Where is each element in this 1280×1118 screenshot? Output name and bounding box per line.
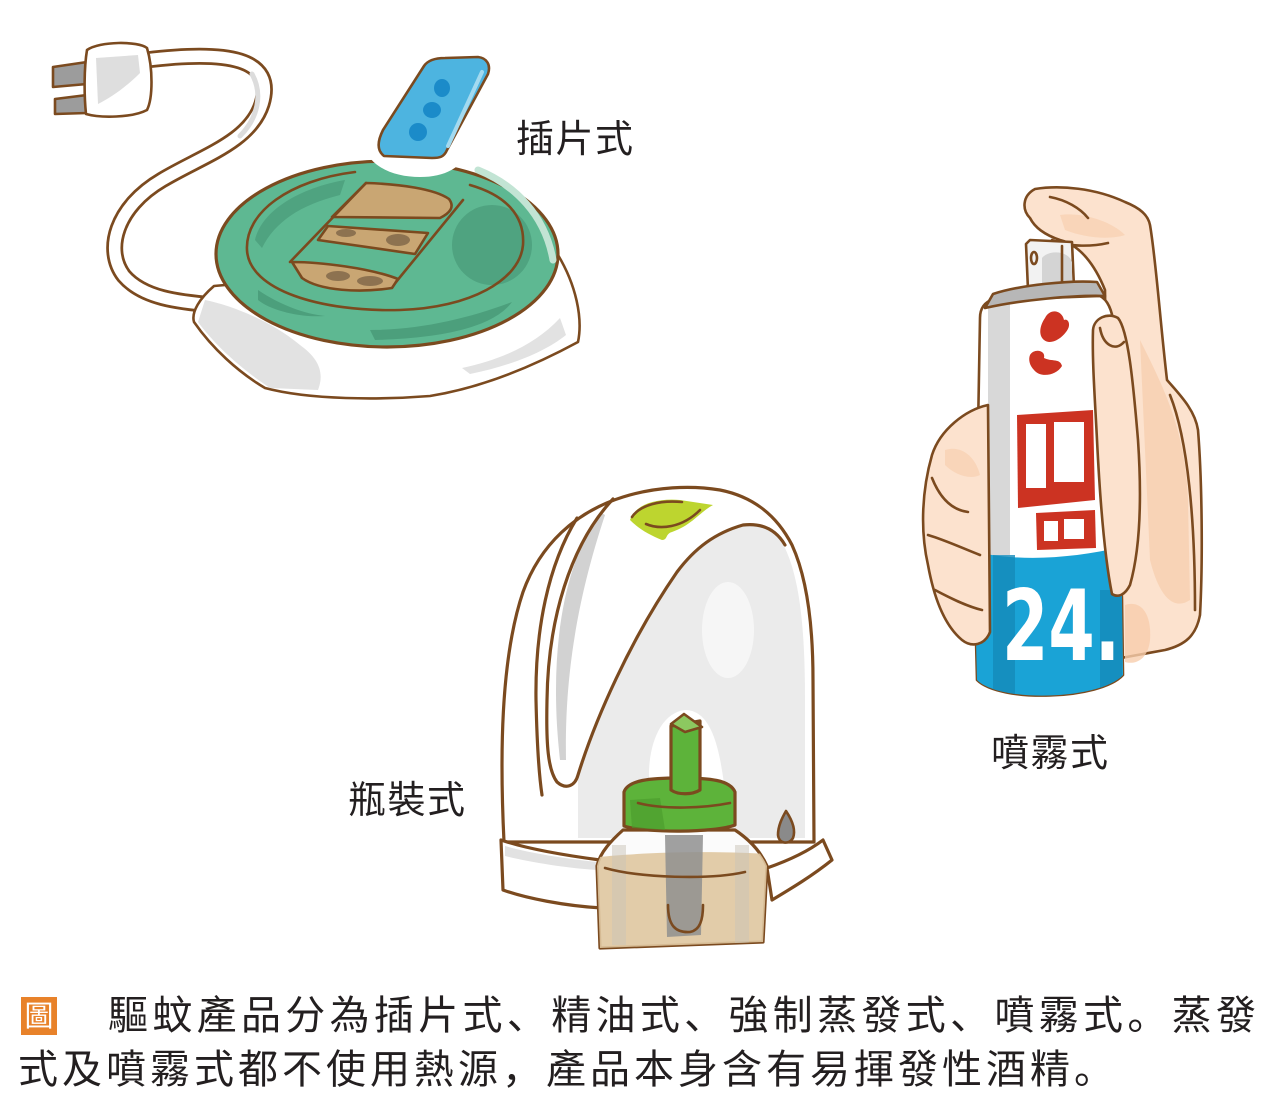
label-mat-type: 插片式 [516, 117, 635, 161]
aerosol-spray-can-in-hand-icon: 24. [921, 186, 1204, 697]
electric-mosquito-mat-heater-icon [51, 41, 581, 400]
hand-fingers-icon [921, 403, 992, 646]
figure-marker-badge: 圖 [21, 997, 57, 1035]
power-cord-icon [106, 47, 273, 314]
leaf-logo-icon [630, 499, 713, 540]
caption-line-2: 式及噴霧式都不使用熱源，產品本身含有易揮發性酒精。 [18, 1047, 1118, 1093]
vaporizer-base [499, 838, 834, 910]
label-liquid-type: 瓶裝式 [348, 778, 467, 822]
power-plug-icon [51, 41, 153, 118]
spray-can-body: 24. [973, 280, 1125, 697]
label-spray-type: 噴霧式 [991, 731, 1110, 775]
wick-cap-icon [622, 712, 737, 833]
heater-dish [214, 148, 560, 349]
spray-can-number: 24. [1002, 570, 1120, 684]
repellent-tablet-icon [377, 55, 491, 160]
liquid-vaporizer-icon [499, 485, 834, 950]
indicator-drop-icon [776, 809, 796, 844]
refill-bottle-icon [595, 828, 769, 950]
spray-nozzle-icon [1024, 238, 1076, 292]
illustration-canvas: 24. [51, 41, 1204, 950]
caption-line-1: 驅蚊產品分為插片式、精油式、強制蒸發式、噴霧式。蒸發 [108, 993, 1258, 1039]
mosquito-mat-icon [288, 181, 465, 292]
brand-logo-icon [1017, 311, 1096, 550]
thumb-icon [1091, 314, 1142, 597]
